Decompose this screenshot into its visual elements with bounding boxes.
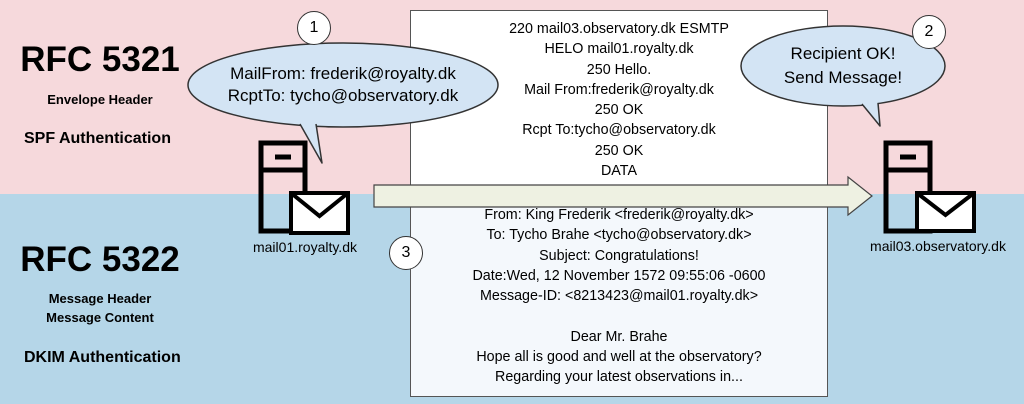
message-header-line: Message-ID: <8213423@mail01.royalty.dk> — [479, 288, 759, 305]
arrow-right-icon — [373, 175, 873, 217]
smtp-line: 250 OK — [594, 142, 644, 159]
smtp-line: 250 Hello. — [586, 61, 652, 78]
smtp-line: 250 OK — [594, 102, 644, 119]
message-header-line: Date:Wed, 12 November 1572 09:55:06 -060… — [472, 267, 766, 284]
message-body-line: Regarding your latest observations in... — [495, 369, 743, 386]
dkim-auth-label: DKIM Authentication — [24, 349, 181, 366]
step-3-badge: 3 — [389, 236, 423, 270]
message-header-label: Message Header — [48, 291, 152, 306]
message-body-line: Hope all is good and well at the observa… — [476, 349, 762, 366]
message-box: From: King Frederik <frederik@royalty.dk… — [410, 194, 828, 397]
recipient-bubble-text: Recipient OK! Send Message! — [748, 42, 938, 90]
envelope-header-label: Envelope Header — [47, 92, 153, 107]
message-header-line: From: King Frederik <frederik@royalty.dk… — [484, 207, 754, 223]
smtp-line: Rcpt To:tycho@observatory.dk — [522, 122, 716, 139]
speech-cloud-icon — [740, 25, 946, 127]
rfc5322-title: RFC 5322 — [20, 240, 180, 279]
recipient-bubble-line: Send Message! — [783, 68, 903, 87]
smtp-line: 220 mail03.observatory.dk ESMTP — [509, 21, 729, 37]
message-header-line: Subject: Congratulations! — [539, 247, 699, 264]
envelope-bubble-line: RcptTo: tycho@observatory.dk — [227, 86, 459, 105]
smtp-line: HELO mail01.royalty.dk — [544, 41, 694, 58]
message-content-label: Message Content — [46, 310, 154, 325]
speech-cloud-icon — [187, 42, 499, 164]
message-body-line: Dear Mr. Brahe — [570, 328, 668, 345]
smtp-dialog-box: 220 mail03.observatory.dk ESMTP HELO mai… — [410, 10, 828, 190]
rfc5321-title: RFC 5321 — [20, 40, 180, 79]
smtp-line: DATA — [600, 163, 637, 180]
message-header-line: To: Tycho Brahe <tycho@observatory.dk> — [486, 227, 752, 244]
recipient-host-label: mail03.observatory.dk — [870, 238, 1006, 254]
envelope-icon — [915, 191, 976, 233]
envelope-bubble-text: MailFrom: frederik@royalty.dk RcptTo: ty… — [196, 63, 490, 107]
recipient-bubble-line: Recipient OK! — [790, 44, 896, 63]
spf-auth-label: SPF Authentication — [24, 130, 171, 147]
envelope-bubble-line: MailFrom: frederik@royalty.dk — [230, 64, 456, 83]
step-1-badge: 1 — [297, 11, 331, 45]
sender-host-label: mail01.royalty.dk — [252, 239, 357, 255]
step-2-badge: 2 — [912, 15, 946, 49]
smtp-line: Mail From:frederik@royalty.dk — [524, 81, 714, 98]
mail-server-icon — [883, 140, 933, 234]
envelope-icon — [289, 191, 350, 235]
mail-server-icon — [258, 140, 308, 234]
